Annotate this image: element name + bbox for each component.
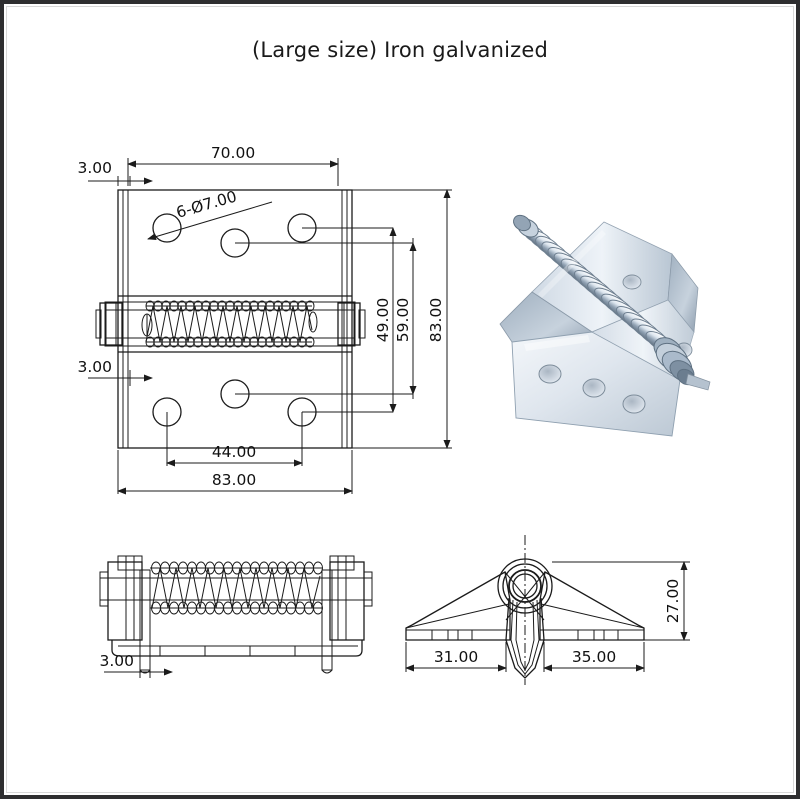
dim-height-mid: 59.00 xyxy=(394,238,417,399)
spring-coil-front xyxy=(141,300,318,348)
right-bolt-head xyxy=(337,302,366,346)
dim-plate-thickness: 3.00 xyxy=(99,652,173,678)
dim-label-3-bottom: 3.00 xyxy=(77,358,112,376)
hole-group-bottom xyxy=(152,379,413,427)
side-view-geometry xyxy=(99,555,373,674)
front-view-geometry xyxy=(95,189,413,449)
dim-label-59: 59.00 xyxy=(394,298,412,342)
product-photo xyxy=(472,192,720,448)
hole-group-top xyxy=(152,213,413,258)
dim-label-49: 49.00 xyxy=(374,298,392,342)
dim-wing-left: 31.00 xyxy=(405,642,507,672)
dim-label-35: 35.00 xyxy=(572,648,616,666)
dim-wing-right: 35.00 xyxy=(543,642,645,672)
dim-label-83-width: 83.00 xyxy=(212,471,256,489)
dim-label-3-top: 3.00 xyxy=(77,159,112,177)
hole-callout: 6-Ø7.00 xyxy=(147,187,273,241)
dim-width-inner: 70.00 xyxy=(127,144,339,186)
dim-hole-spacing: 44.00 xyxy=(166,412,303,467)
dim-label-83-height: 83.00 xyxy=(427,298,445,342)
dim-height-overall: 83.00 xyxy=(352,189,452,449)
dim-edge-left-bottom: 3.00 xyxy=(77,358,153,386)
dim-label-3-side: 3.00 xyxy=(99,652,134,670)
side-view-pins xyxy=(139,569,333,674)
dim-width-overall: 83.00 xyxy=(117,450,353,495)
product-photo-illustration xyxy=(472,192,720,448)
end-view-geometry xyxy=(405,535,645,685)
spring-coil-side xyxy=(150,561,323,615)
left-bolt-head xyxy=(95,302,123,346)
dim-label-44: 44.00 xyxy=(212,443,256,461)
dim-label-70: 70.00 xyxy=(211,144,255,162)
page-title: (Large size) Iron galvanized xyxy=(251,38,549,62)
dim-label-27: 27.00 xyxy=(664,579,682,623)
dim-label-31: 31.00 xyxy=(434,648,478,666)
dim-end-view-height: 27.00 xyxy=(552,561,690,641)
dim-label-hole-callout: 6-Ø7.00 xyxy=(174,187,239,221)
dim-edge-left-top: 3.00 xyxy=(77,159,153,186)
dim-height-inner: 49.00 xyxy=(374,227,397,413)
